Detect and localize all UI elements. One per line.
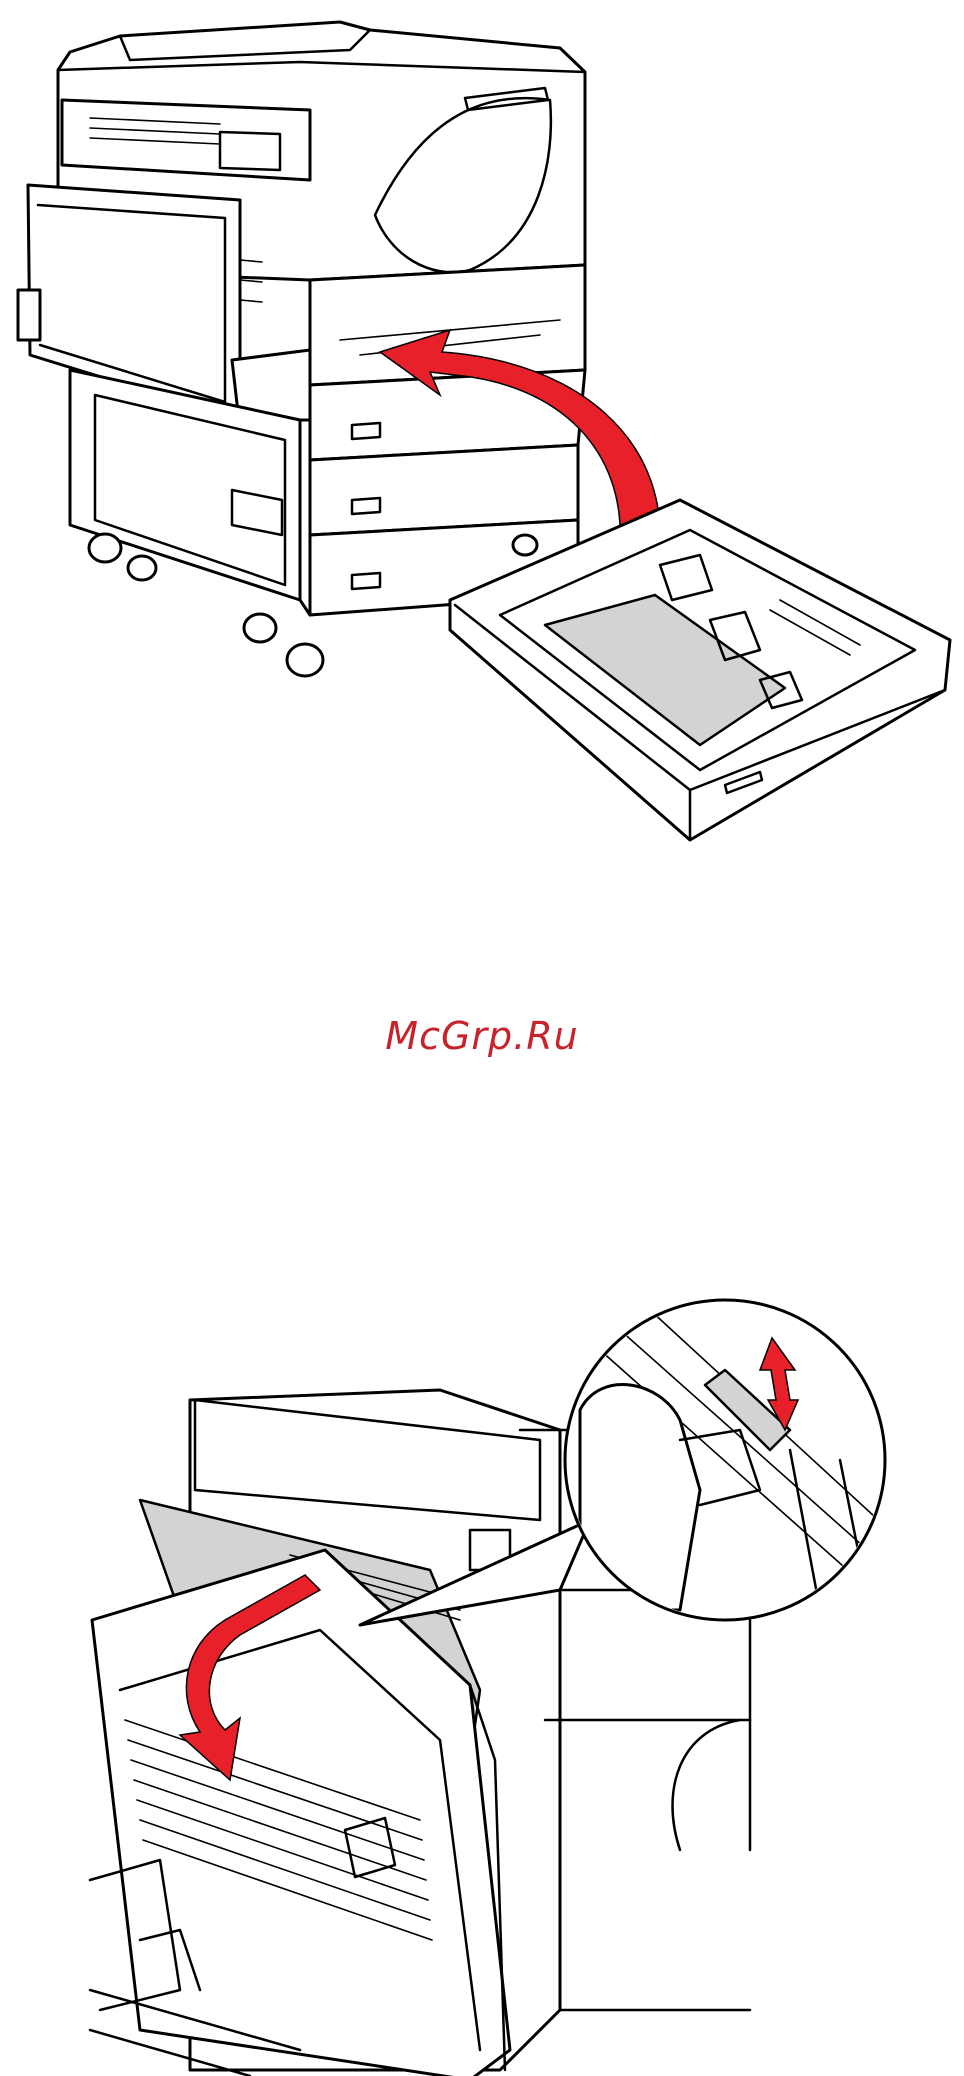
caster [513, 535, 537, 555]
caster [244, 614, 276, 642]
watermark-text: McGrp.Ru [0, 1014, 964, 1058]
figure-side-door-open [0, 1290, 964, 2076]
caster [128, 556, 156, 580]
figure-tray-insert [0, 0, 964, 860]
caster [287, 644, 323, 676]
printer-tray-illustration [0, 0, 964, 860]
printer-door-illustration [0, 1290, 964, 2076]
caster [89, 534, 121, 562]
